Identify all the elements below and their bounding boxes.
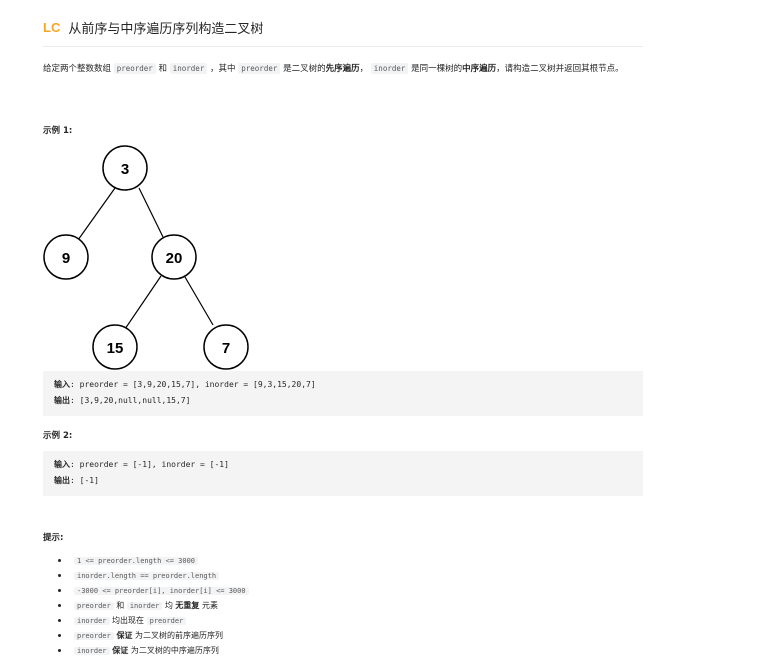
- list-item: preorder 和 inorder 均 无重复 元素: [58, 598, 249, 613]
- tree-edge: [138, 187, 164, 238]
- example-1-input: : preorder = [3,9,20,15,7], inorder = [9…: [70, 380, 316, 389]
- list-item: preorder 保证 为二叉树的前序遍历序列: [58, 628, 249, 643]
- list-item: -3000 <= preorder[i], inorder[i] <= 3000: [58, 583, 249, 598]
- desc-text: 和: [155, 64, 170, 74]
- tree-node: [151, 234, 197, 280]
- desc-text: ，请构造二叉树并返回其根节点。: [496, 64, 624, 74]
- desc-text: ，其中: [207, 64, 239, 74]
- example-1-tree-diagram: 3 9 20 15 7: [43, 145, 249, 370]
- lc-logo-icon: LC: [43, 19, 61, 35]
- input-label: 输入: [54, 380, 70, 389]
- example-2-output: : [-1]: [70, 476, 99, 485]
- constraint-code: -3000 <= preorder[i], inorder[i] <= 3000: [74, 587, 249, 595]
- code-preorder: preorder: [238, 63, 281, 74]
- constraint-code: inorder: [74, 647, 110, 655]
- example-2-label: 示例 2:: [43, 431, 73, 441]
- constraint-text: 和: [113, 601, 127, 610]
- constraint-text: 为二叉树的中序遍历序列: [128, 646, 219, 655]
- desc-text: 给定两个整数数组: [43, 64, 114, 74]
- tree-node: [92, 324, 138, 370]
- constraint-code: 1 <= preorder.length <= 3000: [74, 557, 199, 565]
- constraint-code: inorder.length == preorder.length: [74, 572, 220, 580]
- constraint-code: preorder: [146, 617, 187, 625]
- constraints-list: 1 <= preorder.length <= 3000 inorder.len…: [58, 553, 249, 658]
- constraint-code: inorder: [74, 617, 110, 625]
- list-item: inorder 保证 为二叉树的中序遍历序列: [58, 643, 249, 658]
- problem-description: 给定两个整数数组 preorder 和 inorder ，其中 preorder…: [43, 62, 643, 76]
- code-inorder: inorder: [370, 63, 409, 74]
- constraint-code: inorder: [126, 602, 163, 610]
- tree-node-label: 20: [166, 250, 183, 267]
- tree-edge: [124, 275, 162, 330]
- constraint-text: 均: [162, 601, 176, 610]
- example-1-output: : [3,9,20,null,null,15,7]: [70, 396, 191, 405]
- tree-node-label: 7: [222, 340, 230, 357]
- tree-node-label: 3: [121, 161, 129, 178]
- constraint-bold: 保证: [109, 646, 129, 655]
- problem-header: LC 从前序与中序遍历序列构造二叉树: [43, 17, 263, 37]
- constraint-bold: 保证: [113, 631, 133, 640]
- desc-bold-preorder-traversal: 先序遍历: [325, 64, 360, 74]
- example-2-code-block: 输入: preorder = [-1], inorder = [-1] 输出: …: [43, 451, 643, 496]
- constraint-text: 元素: [199, 601, 218, 610]
- constraint-code: preorder: [74, 602, 114, 610]
- constraint-code: preorder: [74, 632, 114, 640]
- example-1-code-block: 输入: preorder = [3,9,20,15,7], inorder = …: [43, 371, 643, 416]
- example-2-output-line: 输出: [-1]: [54, 473, 632, 489]
- constraint-text: 均出现在: [109, 616, 147, 625]
- output-label: 输出: [54, 476, 70, 485]
- constraint-bold: 无重复: [175, 601, 200, 610]
- list-item: inorder 均出现在 preorder: [58, 613, 249, 628]
- header-divider: [43, 46, 643, 47]
- example-2-input: : preorder = [-1], inorder = [-1]: [70, 460, 229, 469]
- constraint-text: 为二叉树的前序遍历序列: [132, 631, 224, 640]
- input-label: 输入: [54, 460, 70, 469]
- tree-edge: [184, 276, 214, 326]
- list-item: inorder.length == preorder.length: [58, 568, 249, 583]
- tree-node-label: 15: [107, 340, 124, 357]
- problem-title: 从前序与中序遍历序列构造二叉树: [68, 21, 264, 37]
- tree-node-label: 9: [62, 250, 70, 267]
- desc-text: 是二叉树的: [280, 64, 326, 74]
- desc-text: ，: [359, 64, 371, 74]
- tree-node: [102, 145, 148, 191]
- tree-node: [43, 234, 89, 280]
- example-1-input-line: 输入: preorder = [3,9,20,15,7], inorder = …: [54, 377, 632, 393]
- tree-node: [203, 324, 249, 370]
- tree-edge: [77, 187, 116, 241]
- desc-bold-inorder-traversal: 中序遍历: [462, 64, 497, 74]
- list-item: 1 <= preorder.length <= 3000: [58, 553, 249, 568]
- output-label: 输出: [54, 396, 70, 405]
- code-inorder: inorder: [169, 63, 208, 74]
- example-2-input-line: 输入: preorder = [-1], inorder = [-1]: [54, 457, 632, 473]
- desc-text: 是同一棵树的: [408, 64, 463, 74]
- hints-label: 提示:: [43, 533, 64, 543]
- code-preorder: preorder: [113, 63, 156, 74]
- example-1-output-line: 输出: [3,9,20,null,null,15,7]: [54, 393, 632, 409]
- example-1-label: 示例 1:: [43, 126, 73, 136]
